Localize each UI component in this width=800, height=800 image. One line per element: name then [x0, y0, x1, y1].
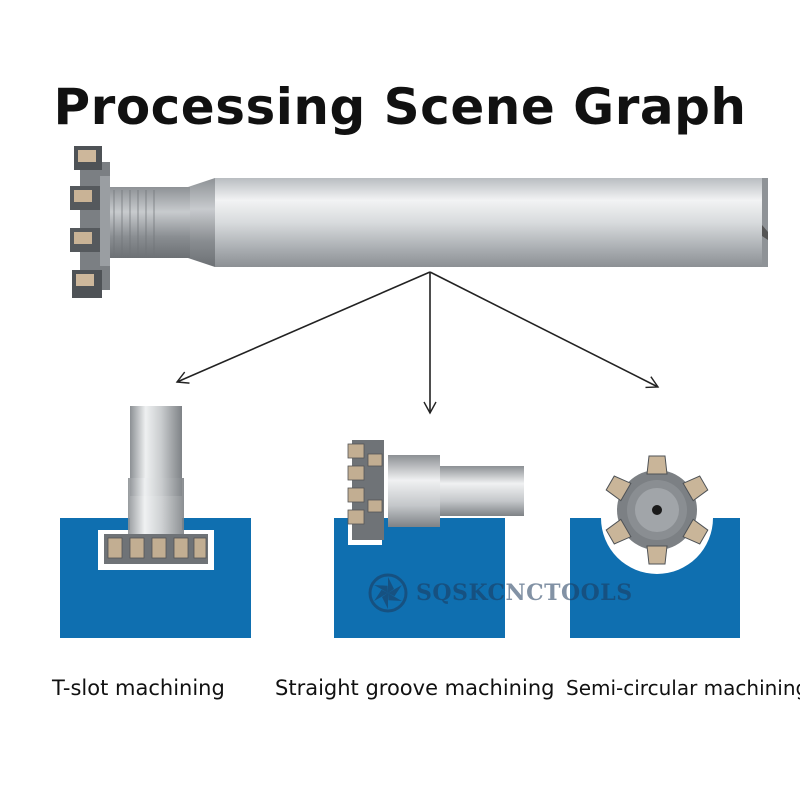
semi-circular-illustration: [570, 455, 740, 638]
arrows: [175, 271, 660, 415]
semi-circular-workpiece: [570, 518, 740, 638]
cutter-taper: [188, 178, 215, 267]
caption-straight-groove: Straight groove machining: [275, 676, 555, 700]
cutter-shank: [215, 178, 768, 267]
watermark: SQSKCNCTOOLS: [368, 572, 633, 614]
watermark-text: SQSKCNCTOOLS: [416, 580, 633, 606]
caption-t-slot: T-slot machining: [52, 676, 225, 700]
arrow-to-t-slot: [175, 271, 431, 384]
t-slot-workpiece: [60, 518, 251, 638]
main-t-slot-cutter: [70, 146, 768, 298]
cutter-neck: [108, 187, 190, 258]
arrow-to-semi-circular: [429, 271, 660, 389]
caption-semi-circular: Semi-circular machining: [566, 676, 800, 700]
t-slot-illustration: [60, 406, 251, 638]
page-title: Processing Scene Graph: [53, 78, 747, 136]
aperture-logo-icon: [368, 573, 408, 613]
straight-groove-shank: [436, 466, 524, 516]
semi-circular-cutter: [605, 455, 709, 565]
